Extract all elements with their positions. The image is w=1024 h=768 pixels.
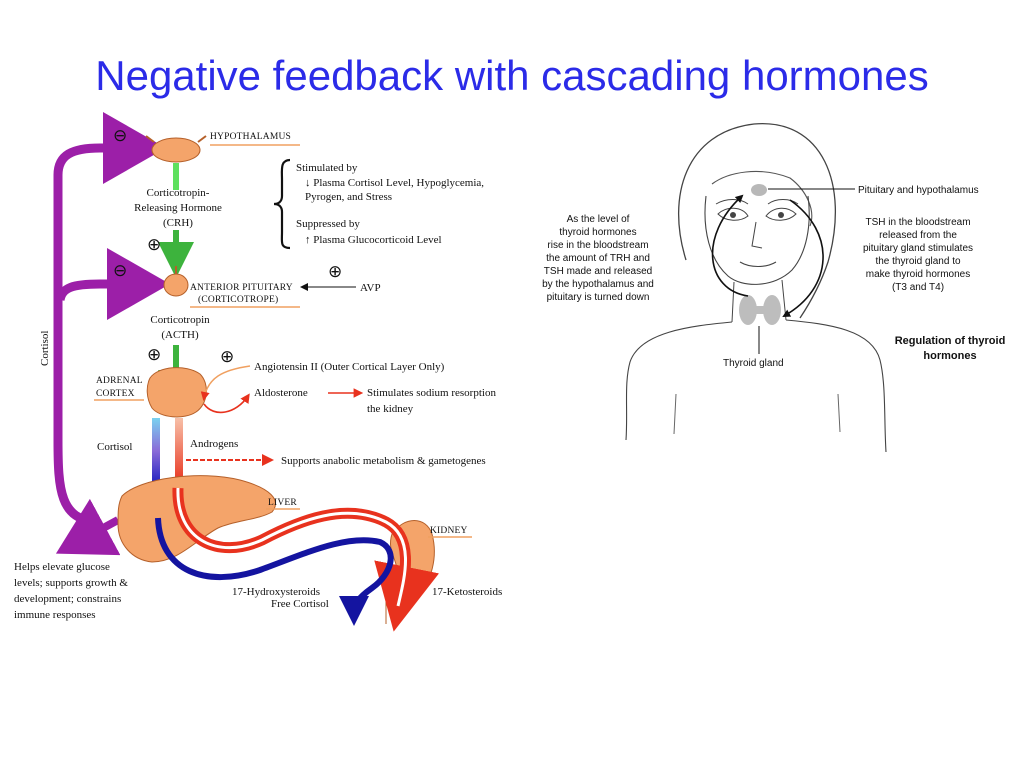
androgens-output-bar [175, 418, 183, 484]
hypothalamus-label: HYPOTHALAMUS [210, 132, 291, 142]
cortisol-side-label: Cortisol [39, 331, 51, 366]
adrenal-label-line1: ADRENAL [96, 376, 143, 386]
tsh-text-line1: TSH in the bloodstream [865, 217, 970, 228]
adrenal-cortex-organ [146, 367, 207, 418]
plus-sign-angiotensin: ⊕ [220, 347, 234, 366]
aldosterone-arrow [203, 393, 250, 414]
aldosterone-effect-line2: the kidney [367, 403, 414, 415]
free-cortisol-label: Free Cortisol [271, 598, 329, 610]
feedback-text-line5: TSH made and released [544, 266, 652, 277]
pituitary-label: Pituitary and hypothalamus [858, 185, 979, 196]
tsh-text-line2: released from the [879, 230, 957, 241]
ketosteroid-pathway-highlight [176, 487, 407, 607]
slide-title: Negative feedback with cascading hormone… [95, 52, 929, 99]
figure-mouth [739, 261, 777, 268]
cortisol-feedback-arrow-pituitary [55, 248, 170, 320]
figure-face [704, 195, 810, 285]
cortisol-cascade-diagram: Cortisol ⊖ HYPOTHALAMUS Corticotropin- R… [12, 112, 528, 632]
tsh-text-line5: make thyroid hormones [866, 269, 971, 280]
suppressed-by-line2: ↑ Plasma Glucocorticoid Level [305, 234, 442, 246]
feedback-text-line2: thyroid hormones [559, 227, 636, 238]
thyroid-feedback-arrow [711, 194, 749, 297]
stimulated-by-title: Stimulated by [296, 162, 358, 174]
minus-sign-hypothalamus: ⊖ [113, 126, 127, 145]
adrenal-label-line2: CORTEX [96, 389, 135, 399]
regulation-brace [273, 158, 291, 250]
tsh-text-line3: pituitary gland stimulates [863, 243, 973, 254]
feedback-text-line6: by the hypothalamus and [542, 279, 654, 290]
cortisol-effect-line2: levels; supports growth & [14, 577, 128, 589]
figure-hair [678, 123, 836, 319]
feedback-text-line3: rise in the bloodstream [547, 240, 648, 251]
stimulated-by-line3: Pyrogen, and Stress [305, 191, 392, 203]
thyroid-caption-line2: hormones [923, 350, 976, 362]
anterior-pituitary-label: ANTERIOR PITUITARY [190, 283, 293, 293]
cortisol-effect-line1: Helps elevate glucose [14, 561, 110, 573]
androgens-label: Androgens [190, 438, 238, 450]
cortisol-effect-line3: development; constrains [14, 593, 121, 605]
feedback-text-line1: As the level of [567, 214, 630, 225]
tsh-text-line4: the thyroid gland to [875, 256, 960, 267]
aldosterone-label: Aldosterone [254, 387, 308, 399]
liver-organ [117, 475, 276, 563]
thyroid-gland [739, 295, 781, 325]
hydroxysteroid-pathway [155, 517, 394, 626]
androgens-effect-label: Supports anabolic metabolism & gametogen… [281, 455, 486, 467]
angiotensin-label: Angiotensin II (Outer Cortical Layer Onl… [254, 361, 445, 373]
anterior-pituitary-organ [163, 266, 189, 297]
cortisol-output-arrow [152, 418, 160, 484]
figure-shoulders [625, 319, 887, 453]
thyroid-gland-label: Thyroid gland [723, 358, 784, 369]
acth-label-line1: Corticotropin [150, 314, 210, 326]
avp-label: AVP [360, 282, 381, 294]
tsh-text-line6: (T3 and T4) [892, 282, 944, 293]
minus-sign-pituitary: ⊖ [113, 261, 127, 280]
stimulated-by-line2: ↓ Plasma Cortisol Level, Hypoglycemia, [305, 177, 484, 189]
kidney-label: KIDNEY [430, 526, 468, 536]
feedback-text-line4: the amount of TRH and [546, 253, 650, 264]
corticotrope-label: (CORTICOTROPE) [198, 294, 278, 305]
plus-sign-crh: ⊕ [147, 235, 161, 254]
hydroxysteroids-label: 17-Hydroxysteroids [232, 586, 320, 598]
cortisol-label: Cortisol [97, 441, 132, 453]
figure-eyes [715, 199, 799, 221]
figure-nose [751, 221, 763, 249]
figure-arms [673, 393, 841, 435]
aldosterone-effect-line1: Stimulates sodium resorption [367, 387, 496, 399]
figure-fringe [711, 170, 813, 227]
plus-sign-acth: ⊕ [147, 345, 161, 364]
angiotensin-arrow [200, 365, 251, 401]
tsh-stimulation-arrow [782, 199, 824, 317]
crh-label-line3: (CRH) [163, 217, 193, 229]
liver-label: LIVER [268, 498, 297, 508]
cortisol-effect-line4: immune responses [14, 609, 96, 621]
acth-label-line2: (ACTH) [161, 329, 199, 341]
ketosteroids-label: 17-Ketosteroids [432, 586, 502, 598]
suppressed-by-title: Suppressed by [296, 218, 360, 230]
thyroid-regulation-diagram: Pituitary and hypothalamus Thyroid gland… [542, 123, 1006, 453]
feedback-text-line7: pituitary is turned down [547, 292, 650, 303]
plus-sign-avp: ⊕ [328, 262, 342, 281]
crh-label-line1: Corticotropin- [147, 187, 210, 199]
cortisol-effect-arrow [55, 498, 121, 556]
thyroid-caption-line1: Regulation of thyroid [895, 335, 1006, 347]
hypothalamus-organ [145, 135, 207, 163]
pituitary-marker [751, 184, 767, 196]
crh-label-line2: Releasing Hormone [134, 202, 222, 214]
